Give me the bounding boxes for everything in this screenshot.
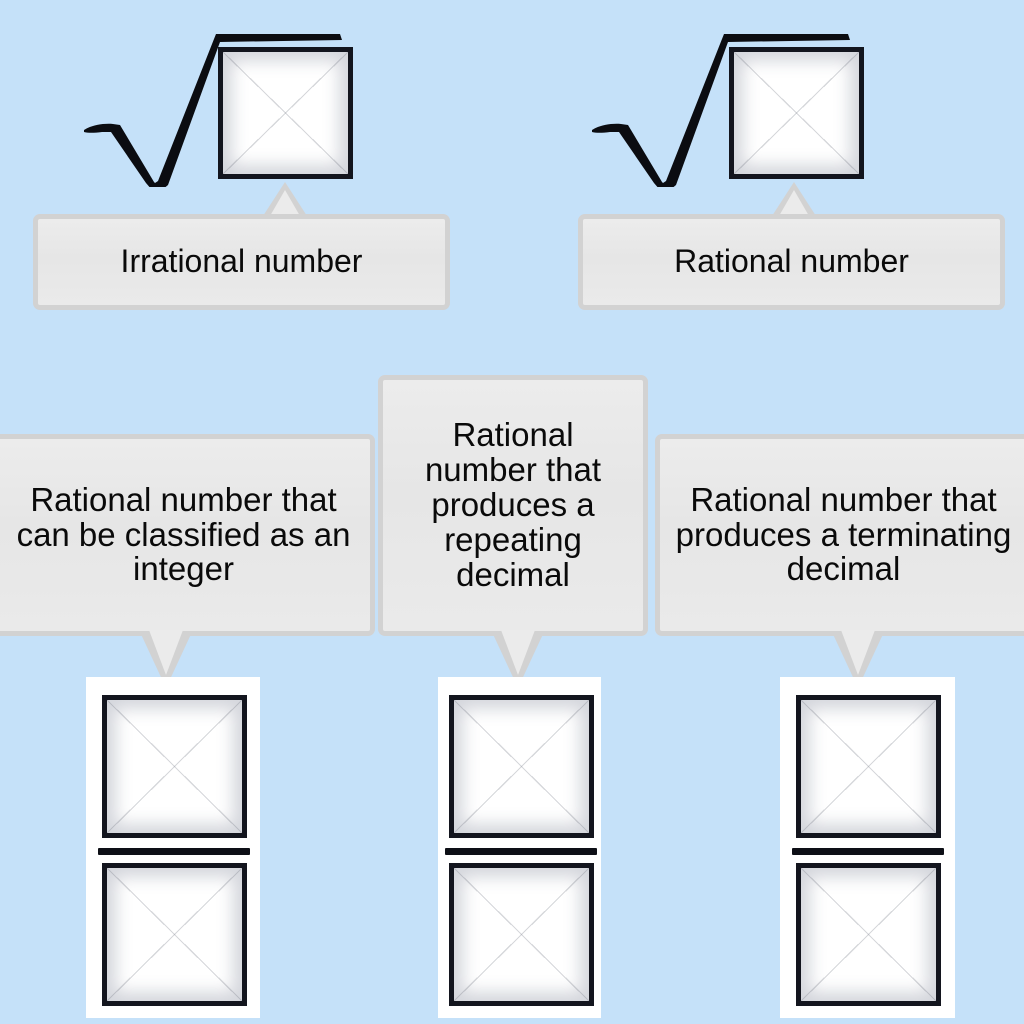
fraction-denominator-repeating[interactable] bbox=[449, 863, 594, 1006]
bubble-tail-rational-inner bbox=[779, 190, 809, 216]
callout-rational-number[interactable]: Rational number bbox=[578, 214, 1005, 310]
fraction-panel-terminating bbox=[780, 677, 955, 1018]
callout-rational-number-label: Rational number bbox=[674, 243, 909, 280]
answer-box-rational[interactable] bbox=[729, 47, 864, 179]
answer-box-irrational[interactable] bbox=[218, 47, 353, 179]
fraction-denominator-integer[interactable] bbox=[102, 863, 247, 1006]
bubble-tail-repeating-inner bbox=[501, 630, 535, 675]
bubble-tail-irrational-inner bbox=[270, 190, 300, 216]
fraction-bar-repeating bbox=[445, 848, 597, 855]
callout-repeating-decimal[interactable]: Rational number that produces a repeatin… bbox=[378, 375, 648, 636]
fraction-denominator-terminating[interactable] bbox=[796, 863, 941, 1006]
callout-repeating-decimal-label: Rational number that produces a repeatin… bbox=[424, 416, 602, 593]
fraction-numerator-integer[interactable] bbox=[102, 695, 247, 838]
callout-integer-label: Rational number that can be classified a… bbox=[16, 480, 351, 588]
callout-irrational-number[interactable]: Irrational number bbox=[33, 214, 450, 310]
callout-integer[interactable]: Rational number that can be classified a… bbox=[0, 434, 375, 636]
fraction-panel-integer bbox=[86, 677, 260, 1018]
bubble-tail-integer-inner bbox=[149, 630, 183, 675]
fraction-numerator-repeating[interactable] bbox=[449, 695, 594, 838]
callout-terminating-decimal[interactable]: Rational number that produces a terminat… bbox=[655, 434, 1024, 636]
fraction-bar-terminating bbox=[792, 848, 944, 855]
callout-terminating-decimal-label: Rational number that produces a terminat… bbox=[675, 480, 1012, 588]
fraction-numerator-terminating[interactable] bbox=[796, 695, 941, 838]
fraction-panel-repeating bbox=[438, 677, 601, 1018]
callout-irrational-number-label: Irrational number bbox=[120, 243, 363, 280]
bubble-tail-terminating-inner bbox=[841, 630, 875, 675]
fraction-bar-integer bbox=[98, 848, 250, 855]
